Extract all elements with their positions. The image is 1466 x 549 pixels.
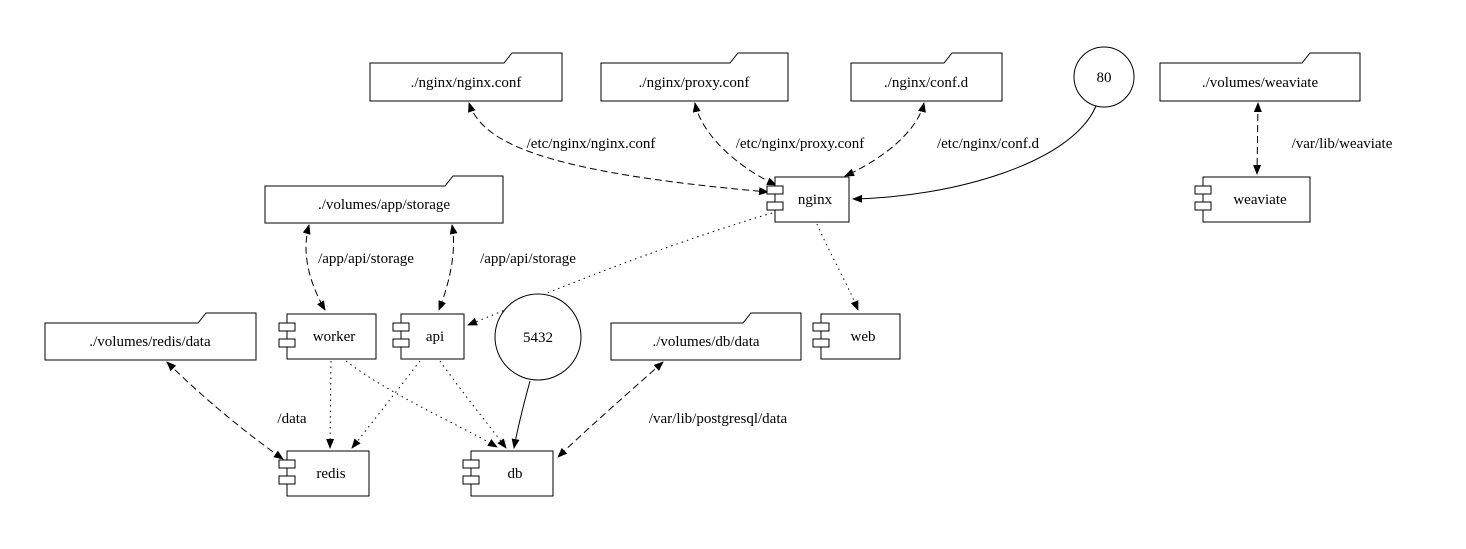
component-tab-icon — [278, 459, 296, 469]
node-redis: redis — [278, 450, 370, 497]
component-tab-icon — [462, 459, 480, 469]
edge-db-data-mount — [557, 361, 664, 458]
component-tab-icon — [392, 338, 410, 348]
node-proxy-conf: ./nginx/proxy.conf — [600, 52, 789, 102]
node-volumes-weaviate: ./volumes/weaviate — [1159, 52, 1361, 102]
folder-shape — [264, 175, 504, 224]
edge-port5432-db — [511, 380, 531, 449]
component-shape — [286, 313, 377, 360]
edge-api-redis-depends — [351, 360, 421, 449]
component-tab-icon — [462, 475, 480, 485]
edge-storage-api-mount — [438, 224, 458, 311]
node-db: db — [462, 450, 554, 497]
folder-shape — [1159, 52, 1361, 102]
node-label: 5432 — [523, 330, 553, 346]
component-shape — [774, 176, 850, 223]
edge-nginx-api-depends — [467, 212, 773, 326]
edge-redis-data-mount — [166, 361, 284, 460]
component-shape — [470, 450, 554, 497]
node-api: api — [392, 313, 465, 360]
edge-nginx-conf-mount — [468, 102, 769, 196]
edge-proxy-conf-mount — [692, 102, 777, 186]
node-label: ./nginx/nginx.conf — [411, 75, 522, 91]
node-label: weaviate — [1233, 192, 1287, 208]
node-label: ./volumes/db/data — [652, 334, 759, 350]
node-label: nginx — [798, 192, 833, 208]
edge-label-db-data: /var/lib/postgresql/data — [649, 411, 788, 427]
component-tab-icon — [812, 322, 830, 332]
node-label: 80 — [1097, 70, 1112, 86]
edges-layer — [166, 102, 1262, 460]
component-tab-icon — [1194, 201, 1212, 211]
edge-labels-layer: /etc/nginx/nginx.conf /etc/nginx/proxy.c… — [277, 136, 1392, 427]
component-shape — [400, 313, 465, 360]
node-volumes-redis-data: ./volumes/redis/data — [44, 312, 257, 361]
node-port5432: 5432 — [494, 293, 582, 381]
node-worker: worker — [278, 313, 377, 360]
edge-worker-redis-depends — [326, 360, 335, 449]
node-label: ./volumes/app/storage — [318, 197, 450, 213]
node-web: web — [812, 313, 901, 360]
component-shape — [820, 313, 901, 360]
edge-worker-db-depends — [345, 360, 498, 448]
node-conf-d: ./nginx/conf.d — [850, 52, 1003, 102]
folder-shape — [44, 312, 257, 361]
component-tab-icon — [278, 475, 296, 485]
component-tab-icon — [766, 201, 784, 211]
component-shape — [1202, 176, 1311, 223]
node-nginx-conf: ./nginx/nginx.conf — [369, 52, 563, 102]
edge-api-db-depends — [439, 360, 507, 449]
edge-label-proxy-conf: /etc/nginx/proxy.conf — [736, 136, 865, 152]
component-shape — [286, 450, 370, 497]
folder-shape — [600, 52, 789, 102]
component-tab-icon — [812, 338, 830, 348]
edge-label-storage-api: /app/api/storage — [480, 251, 576, 267]
folder-shape — [610, 312, 802, 361]
node-volumes-app-storage: ./volumes/app/storage — [264, 175, 504, 224]
node-label: ./nginx/conf.d — [884, 75, 969, 91]
edge-port80-nginx — [852, 105, 1097, 203]
node-label: db — [508, 466, 523, 482]
edge-label-redis-data: /data — [277, 411, 306, 427]
node-volumes-db-data: ./volumes/db/data — [610, 312, 802, 361]
edge-weaviate-mount — [1253, 102, 1262, 175]
circle-shape — [494, 293, 582, 381]
component-tab-icon — [278, 322, 296, 332]
edge-label-nginx-conf: /etc/nginx/nginx.conf — [527, 136, 656, 152]
node-weaviate: weaviate — [1194, 176, 1311, 223]
edge-label-storage-worker: /app/api/storage — [318, 251, 414, 267]
component-tab-icon — [766, 185, 784, 195]
node-label: ./volumes/weaviate — [1202, 75, 1319, 91]
folder-shape — [850, 52, 1003, 102]
node-port80: 80 — [1073, 46, 1135, 108]
nodes-layer: ./nginx/nginx.conf ./nginx/proxy.conf ./… — [44, 46, 1361, 497]
folder-shape — [369, 52, 563, 102]
node-label: ./volumes/redis/data — [89, 334, 211, 350]
node-label: worker — [313, 329, 355, 345]
node-label: web — [851, 329, 876, 345]
node-label: ./nginx/proxy.conf — [639, 75, 750, 91]
component-tab-icon — [1194, 185, 1212, 195]
component-tab-icon — [392, 322, 410, 332]
node-nginx: nginx — [766, 176, 850, 223]
component-tab-icon — [278, 338, 296, 348]
edge-label-weaviate: /var/lib/weaviate — [1292, 136, 1393, 152]
node-label: redis — [316, 466, 345, 482]
edge-nginx-web-depends — [816, 223, 859, 311]
edge-label-conf-d: /etc/nginx/conf.d — [937, 136, 1040, 152]
node-label: api — [426, 329, 444, 345]
edge-storage-worker-mount — [302, 224, 326, 311]
circle-shape — [1073, 46, 1135, 108]
